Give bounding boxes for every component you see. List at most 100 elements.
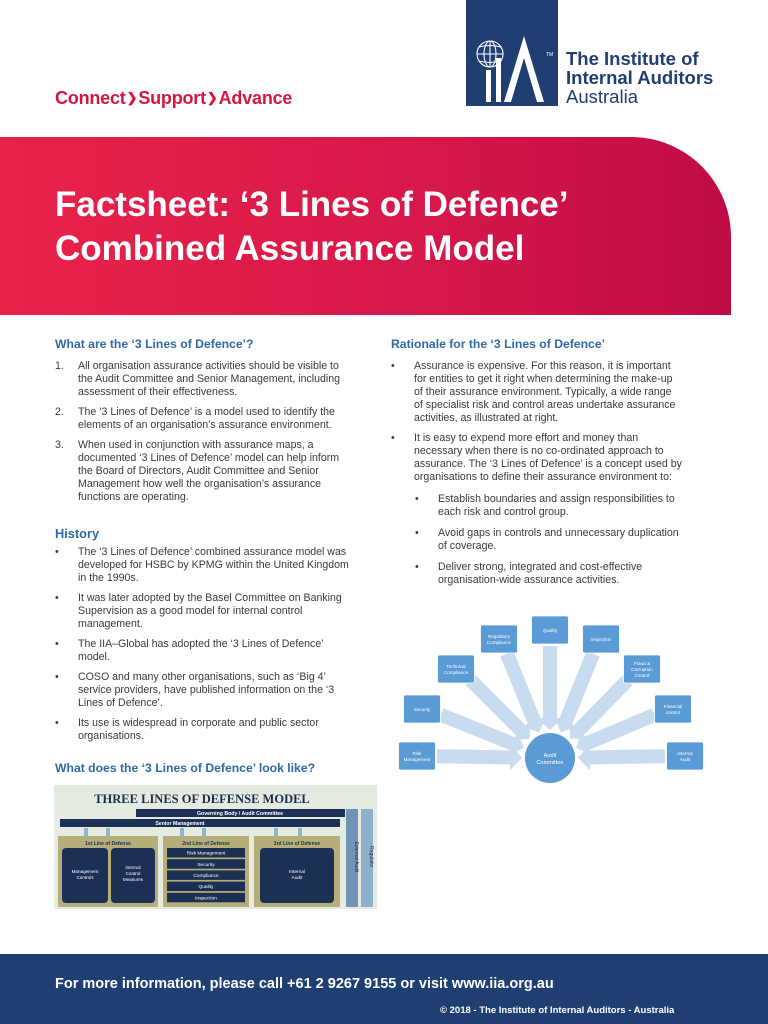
audit-committee-label: Committee <box>536 760 563 766</box>
bullet-icon: • <box>391 432 395 444</box>
arrow-icon <box>465 674 530 740</box>
assurance-node <box>623 654 661 684</box>
list-item-line: It is easy to expend more effort and mon… <box>414 432 639 444</box>
assurance-node-label: Internal <box>677 751 692 756</box>
logo-line-3: Australia <box>566 86 638 107</box>
assurance-node <box>531 615 569 645</box>
audit-committee-node <box>525 733 575 783</box>
assurance-node-label: Compliance <box>487 640 512 645</box>
list-item-line: for entities to get it right when determ… <box>414 373 673 385</box>
assurance-node <box>654 694 692 724</box>
list-item-line: Lines of Defence’. <box>78 697 163 709</box>
assurance-node <box>398 741 436 771</box>
tld-mgmt-controls-1: Management <box>72 869 100 874</box>
globe-icon: TM <box>476 36 553 102</box>
assurance-node <box>403 694 441 724</box>
footer-copyright: © 2018 - The Institute of Internal Audit… <box>440 1005 675 1016</box>
assurance-node-label: Technical <box>446 664 465 669</box>
list-item-line: necessary when there is no co-ordinated … <box>414 445 664 457</box>
tm-mark: TM <box>546 52 553 58</box>
list-item-line: Assurance is expensive. For this reason,… <box>414 360 671 372</box>
bullet-icon: • <box>55 638 59 650</box>
bullet-icon: • <box>55 546 59 558</box>
arrow-icon <box>569 675 633 740</box>
tld-regulator: Regulator <box>368 846 374 868</box>
tld-line2-box <box>167 859 245 869</box>
list-item-line: All organisation assurance activities sh… <box>78 360 339 372</box>
tld-line2-item: Quality <box>199 884 215 890</box>
assurance-node-label: Compliance <box>444 670 469 675</box>
list-item-line: When used in conjunction with assurance … <box>78 439 314 451</box>
assurance-node <box>666 741 704 771</box>
iia-logo: TM <box>466 0 558 106</box>
list-item-line: each risk and control group. <box>438 506 569 518</box>
list-number: 2. <box>55 406 64 418</box>
heading-rationale: Rationale for the ‘3 Lines of Defence’ <box>391 337 606 351</box>
tld-line2-item: Security <box>197 862 215 868</box>
assurance-node <box>480 624 518 654</box>
logo-line-2: Internal Auditors <box>566 67 714 88</box>
list-item-line: of coverage. <box>438 540 497 552</box>
title-line-1: Factsheet: ‘3 Lines of Defence’ <box>55 185 569 224</box>
bullet-icon: • <box>415 527 419 539</box>
tld-senior: Senior Management <box>155 821 205 827</box>
list-item-line: COSO and many other organisations, such … <box>78 671 326 683</box>
list-item-line: management. <box>78 618 143 630</box>
bullet-icon: • <box>391 360 395 372</box>
list-item-line: the Audit Committee and Senior Managemen… <box>78 373 341 385</box>
tld-line3-heading: 3rd Line of Defense <box>274 841 321 847</box>
tld-line2-box <box>167 870 245 880</box>
arrow-icon <box>436 744 522 771</box>
title-line-2: Combined Assurance Model <box>55 229 525 268</box>
list-item-line: organisation-wide assurance activities. <box>438 574 620 586</box>
list-item-line: Its use is widespread in corporate and p… <box>78 717 319 729</box>
list-item-line: It was later adopted by the Basel Commit… <box>78 592 342 604</box>
list-item-line: of their assurance environment. Typicall… <box>414 386 672 398</box>
arrow-icon <box>553 650 600 733</box>
tld-line1-heading: 1st Line of Defense <box>85 841 131 847</box>
list-item-line: The ‘3 Lines of Defence’ combined assura… <box>78 546 347 558</box>
assurance-node-label: Management <box>404 757 432 762</box>
audit-committee-label: Audit <box>544 753 557 759</box>
bullet-icon: • <box>55 717 59 729</box>
list-item-line: of specialist risk and control areas und… <box>414 399 676 411</box>
arrow-icon <box>578 744 666 771</box>
list-item-line: developed for HSBC by KPMG within the Un… <box>78 559 349 571</box>
tld-icm-2: Control <box>126 871 141 876</box>
assurance-node-label: Audit <box>680 757 691 762</box>
tld-line2-box <box>167 892 245 903</box>
chevron-right-icon: ❯ <box>126 90 138 105</box>
list-item-line: Establish boundaries and assign responsi… <box>438 493 675 505</box>
bullet-icon: • <box>415 561 419 573</box>
list-item-line: organisations. <box>78 730 144 742</box>
assurance-node-label: Financial <box>664 704 682 709</box>
heading-what-are: What are the ‘3 Lines of Defence’? <box>55 337 254 351</box>
tld-line2-item: Inspection <box>195 895 217 901</box>
bullet-icon: • <box>415 493 419 505</box>
heading-history: History <box>55 526 100 541</box>
list-item-line: elements of an organisation’s assurance … <box>78 419 332 431</box>
list-number: 1. <box>55 360 64 372</box>
three-lines-model-image: THREE LINES OF DEFENSE MODEL Governing B… <box>54 785 377 909</box>
list-number: 3. <box>55 439 64 451</box>
footer-bar <box>0 954 768 1024</box>
heading-look-like: What does the ‘3 Lines of Defence’ look … <box>55 761 316 775</box>
list-item-line: functions are operating. <box>78 491 189 503</box>
tld-line2-box <box>167 881 245 892</box>
tld-title: THREE LINES OF DEFENSE MODEL <box>94 792 310 806</box>
assurance-node-label: Security <box>414 707 431 712</box>
tagline-support: Support <box>138 88 206 108</box>
list-item-line: activities, as illustrated at right. <box>414 412 559 424</box>
assurance-node-label: control <box>666 710 680 715</box>
tld-external-audit: External Audit <box>353 842 359 873</box>
arrow-icon <box>537 646 563 730</box>
list-item-line: Avoid gaps in controls and unnecessary d… <box>438 527 679 539</box>
logo-line-1: The Institute of <box>566 48 699 69</box>
list-item-line: the Board of Directors, Audit Committee … <box>78 465 319 477</box>
arrow-icon <box>576 708 657 756</box>
arrow-icon <box>500 650 547 733</box>
list-item-line: assurance. The ‘3 Lines of Defence’ is a… <box>414 458 682 470</box>
footer-contact: For more information, please call +61 2 … <box>55 976 554 992</box>
tld-line2-item: Compliance <box>193 873 219 879</box>
list-item-line: documented ‘3 Lines of Defence’ model ca… <box>78 452 340 464</box>
